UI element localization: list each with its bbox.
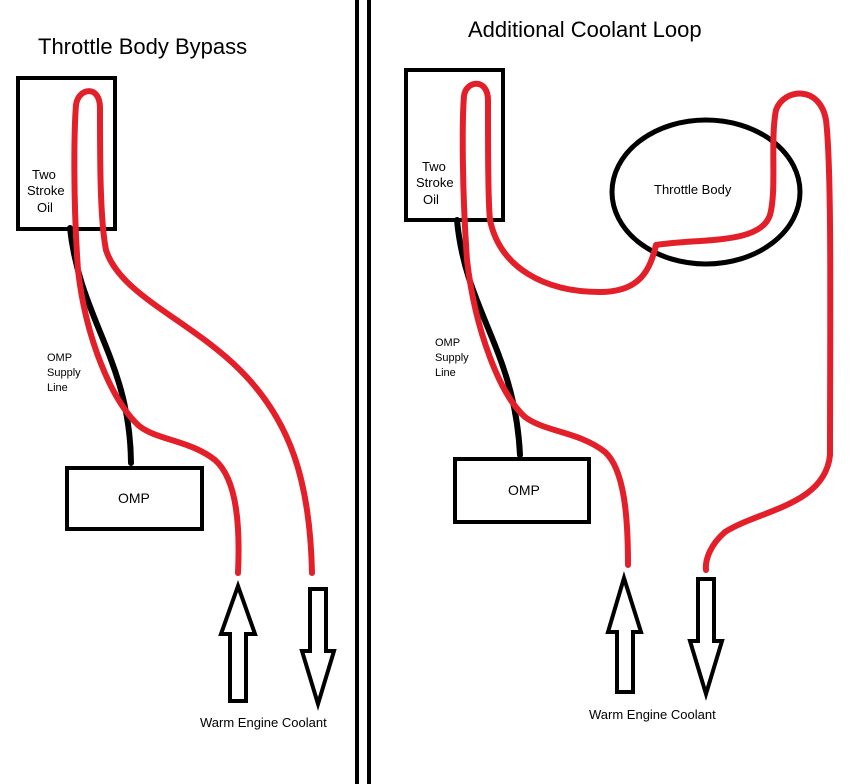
right-supply-line-label-line1: OMP — [435, 337, 461, 349]
left-oil-tank-label-line2: Stroke — [27, 183, 65, 198]
right-coolant-loop — [485, 90, 834, 573]
left-oil-tank-label-line1: Two — [32, 167, 56, 182]
left-coolant-arrow-down — [299, 587, 337, 711]
left-supply-line-label-line1: OMP — [47, 352, 73, 364]
right-coolant-line-in — [459, 80, 631, 568]
left-coolant-line-out — [97, 105, 315, 576]
right-throttle-body-ellipse — [609, 117, 803, 267]
right-throttle-body-label: Throttle Body — [654, 182, 732, 197]
right-coolant-arrow-down — [687, 577, 725, 701]
right-omp-box — [453, 457, 591, 524]
right-supply-line — [454, 217, 523, 458]
left-oil-tank-box — [16, 76, 117, 231]
right-omp-label: OMP — [508, 482, 540, 498]
left-coolant-line-in — [71, 88, 242, 576]
right-coolant-arrow-up — [605, 571, 644, 694]
left-supply-line-label-line2: Supply — [47, 367, 81, 379]
right-oil-tank-label-line2: Stroke — [416, 175, 454, 190]
left-panel-title: Throttle Body Bypass — [38, 34, 248, 59]
right-oil-tank-label-line3: Oil — [423, 192, 439, 207]
left-supply-line-label-line3: Line — [47, 382, 68, 394]
left-oil-tank-label-line3: Oil — [37, 200, 53, 215]
right-supply-line-label-line3: Line — [435, 367, 456, 379]
right-supply-line-label-line2: Supply — [435, 352, 469, 364]
left-omp-box — [65, 466, 204, 531]
left-coolant-arrow-up — [218, 580, 258, 703]
right-coolant-label: Warm Engine Coolant — [589, 707, 716, 722]
left-coolant-label: Warm Engine Coolant — [200, 715, 327, 730]
left-omp-label: OMP — [118, 490, 150, 506]
right-panel-title: Additional Coolant Loop — [468, 17, 702, 42]
right-oil-tank-label-line1: Two — [422, 159, 446, 174]
